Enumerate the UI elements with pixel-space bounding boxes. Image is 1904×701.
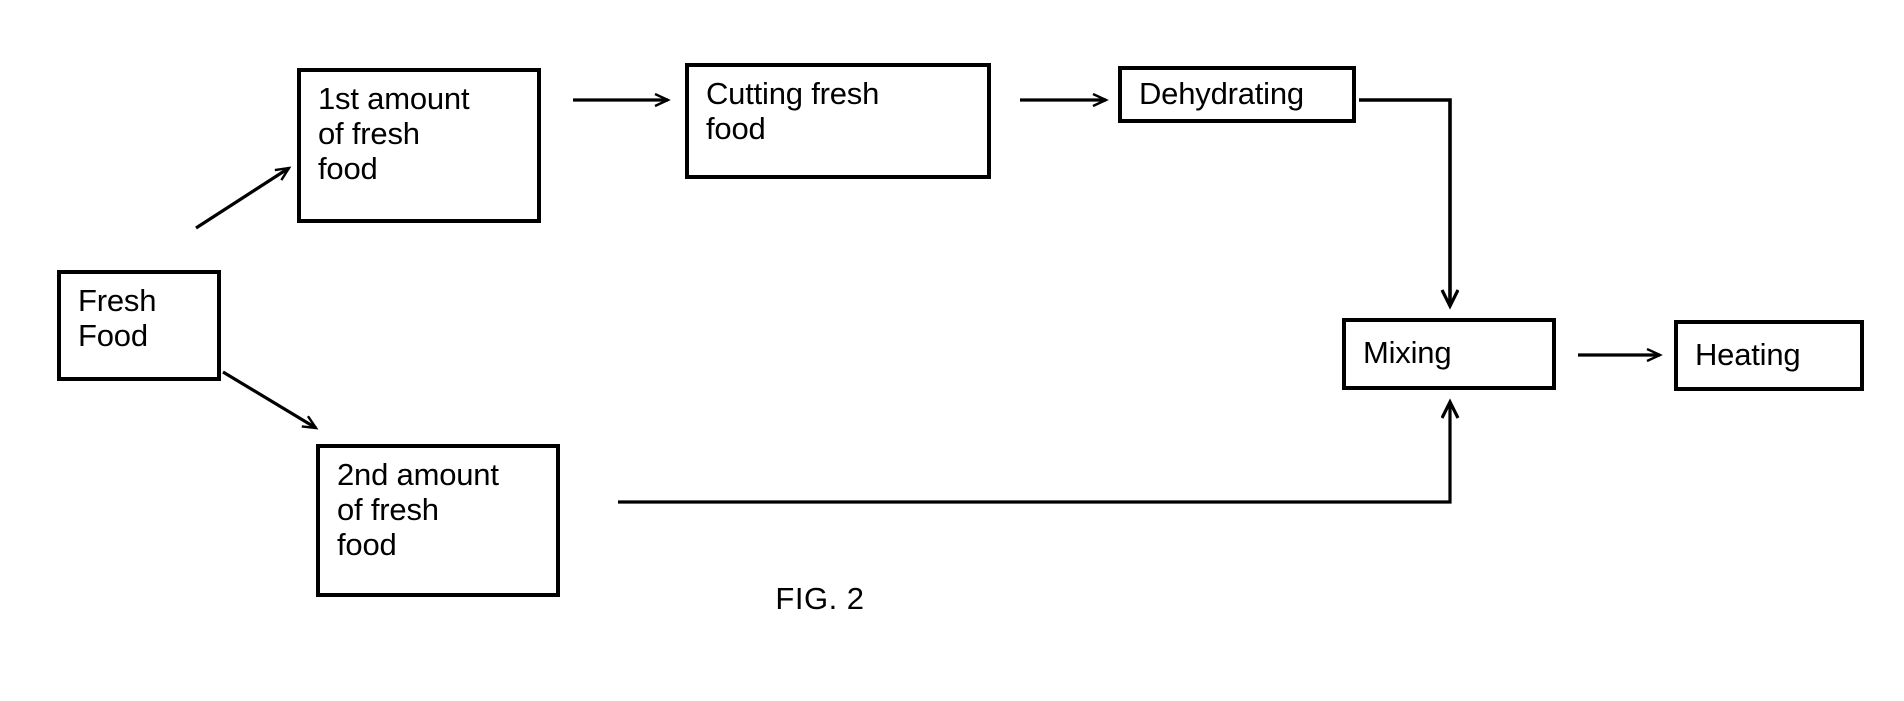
- process-node-second-amount-of-fresh-food[interactable]: 2nd amount of fresh food: [316, 444, 560, 597]
- process-node-label: 1st amount of fresh food: [318, 81, 470, 187]
- process-node-label: Mixing: [1363, 335, 1452, 371]
- process-node-fresh-food[interactable]: Fresh Food: [57, 270, 221, 381]
- figure-caption: FIG. 2: [775, 581, 865, 616]
- process-node-label: 2nd amount of fresh food: [337, 457, 499, 563]
- process-node-label: Heating: [1695, 336, 1801, 372]
- process-node-first-amount-of-fresh-food[interactable]: 1st amount of fresh food: [297, 68, 541, 223]
- edge-second-amount-to-mixing: [618, 402, 1450, 504]
- process-node-label: Cutting fresh food: [706, 76, 880, 147]
- process-node-label: Dehydrating: [1139, 75, 1304, 111]
- process-node-dehydrating[interactable]: Dehydrating: [1118, 66, 1356, 123]
- edge-fresh-to-first-amount: [195, 168, 289, 230]
- process-node-label: Fresh Food: [78, 283, 157, 354]
- edge-fresh-to-second-amount: [222, 370, 316, 428]
- process-node-mixing[interactable]: Mixing: [1342, 318, 1556, 390]
- process-node-cutting-fresh-food[interactable]: Cutting fresh food: [685, 63, 991, 179]
- edge-dehydrating-to-mixing: [1359, 98, 1450, 306]
- process-node-heating[interactable]: Heating: [1674, 320, 1864, 391]
